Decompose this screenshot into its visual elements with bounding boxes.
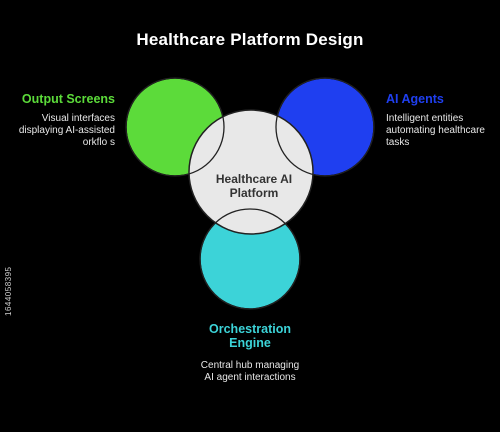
output-screens-description: Visual interfaces displaying AI-assisted… (18, 113, 115, 148)
healthcare-ai-platform-circle (188, 109, 314, 235)
bottom-overlap-outline (199, 208, 301, 310)
orchestration-engine-heading: Orchestration Engine (209, 322, 291, 350)
ai-agents-description: Intelligent entities automating healthca… (386, 113, 485, 148)
orchestration-engine-description: Central hub managing AI agent interactio… (200, 360, 300, 383)
stock-id-watermark: 1644058395 (4, 266, 13, 317)
ai-agents-label: AI Agents Intelligent entities automatin… (386, 93, 486, 149)
left-overlap-outline (125, 77, 225, 177)
center-node-label: Healthcare AI Platform (215, 172, 293, 200)
orchestration-engine-label: Orchestration Engine Central hub managin… (195, 322, 305, 384)
right-overlap-outline (275, 77, 375, 177)
output-screens-heading: Output Screens (21, 92, 115, 106)
output-screens-label: Output Screens Visual interfaces display… (14, 93, 115, 149)
diagram-title: Healthcare Platform Design (136, 30, 364, 49)
ai-agents-heading: AI Agents (386, 92, 444, 106)
